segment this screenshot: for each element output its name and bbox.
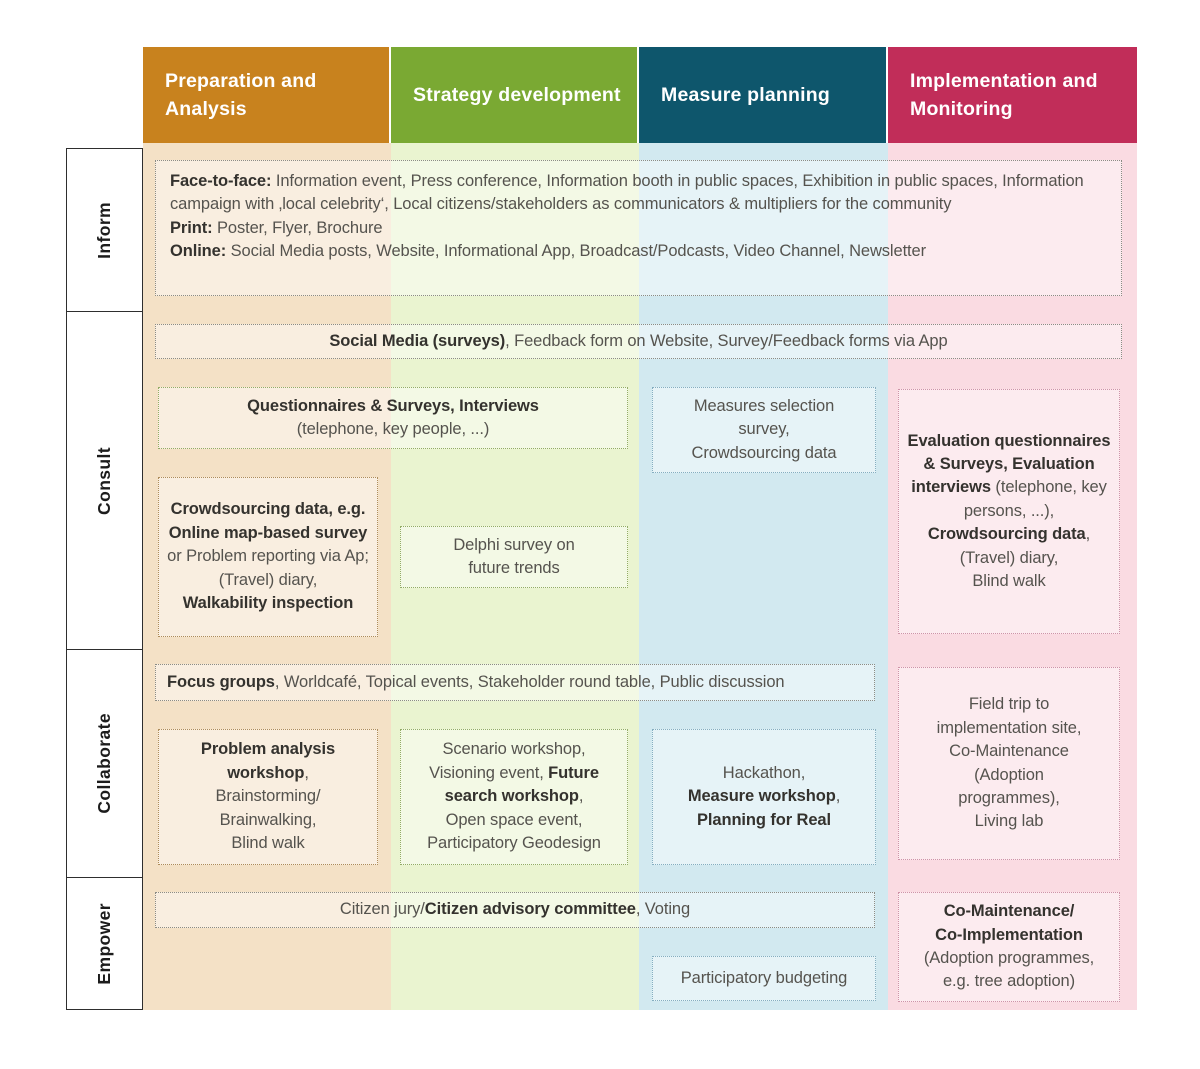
column-header-measure: Measure planning xyxy=(639,47,886,143)
cell-problem-analysis-workshop: Problem analysis workshop,Brainstorming/… xyxy=(158,729,378,865)
cell-co-maintenance: Co-Maintenance/Co-Implementation(Adoptio… xyxy=(898,892,1120,1002)
cell-text: Focus groups, Worldcafé, Topical events,… xyxy=(167,673,785,691)
band-measure xyxy=(639,143,888,1010)
cell-focus-groups: Focus groups, Worldcafé, Topical events,… xyxy=(155,664,875,701)
cell-text: Evaluation questionnaires & Surveys, Eva… xyxy=(907,431,1111,591)
cell-crowdsourcing-data: Crowdsourcing data, e.g. Online map-base… xyxy=(158,477,378,637)
cell-text: Hackathon,Measure workshop,Planning for … xyxy=(687,763,841,829)
column-header-label: Preparation and Analysis xyxy=(165,69,317,120)
row-label-text: Collaborate xyxy=(94,713,114,814)
column-header-label: Strategy development xyxy=(413,83,621,106)
cell-text: Co-Maintenance/Co-Implementation(Adoptio… xyxy=(923,902,1095,991)
column-header-implementation: Implementation and Monitoring xyxy=(888,47,1137,143)
cell-social-media-surveys: Social Media (surveys), Feedback form on… xyxy=(155,324,1122,359)
column-header-strategy: Strategy development xyxy=(391,47,637,143)
cell-scenario-workshop: Scenario workshop,Visioning event, Futur… xyxy=(400,729,628,865)
cell-questionnaires-surveys: Questionnaires & Surveys, Interviews(tel… xyxy=(158,387,628,449)
row-label-inform: Inform xyxy=(66,148,143,312)
cell-citizen-jury: Citizen jury/Citizen advisory committee,… xyxy=(155,892,875,928)
row-label-text: Consult xyxy=(94,446,114,515)
cell-inform-all-phases: Face-to-face: Information event, Press c… xyxy=(155,160,1122,296)
row-label-text: Empower xyxy=(94,902,114,985)
band-implementation xyxy=(888,143,1137,1010)
cell-hackathon-measure-workshop: Hackathon,Measure workshop,Planning for … xyxy=(652,729,876,865)
cell-text: Social Media (surveys), Feedback form on… xyxy=(329,331,948,350)
cell-text: Questionnaires & Surveys, Interviews(tel… xyxy=(247,396,539,438)
cell-text: Citizen jury/Citizen advisory committee,… xyxy=(339,900,691,919)
row-label-collaborate: Collaborate xyxy=(66,649,143,878)
row-label-empower: Empower xyxy=(66,877,143,1010)
band-strategy xyxy=(391,143,639,1010)
cell-text: Face-to-face: Information event, Press c… xyxy=(170,172,1084,261)
cell-text: Crowdsourcing data, e.g. Online map-base… xyxy=(167,500,369,613)
cell-text: Participatory budgeting xyxy=(680,968,848,987)
row-label-text: Inform xyxy=(94,201,114,259)
band-preparation xyxy=(143,143,391,1010)
column-header-preparation: Preparation and Analysis xyxy=(143,47,389,143)
cell-evaluation-questionnaires: Evaluation questionnaires & Surveys, Eva… xyxy=(898,389,1120,634)
column-header-label: Measure planning xyxy=(661,83,830,106)
cell-text: Problem analysis workshop,Brainstorming/… xyxy=(200,740,336,853)
row-label-consult: Consult xyxy=(66,311,143,650)
cell-participatory-budgeting: Participatory budgeting xyxy=(652,956,876,1001)
cell-text: Scenario workshop,Visioning event, Futur… xyxy=(427,740,601,853)
column-header-label: Implementation and Monitoring xyxy=(910,69,1098,120)
